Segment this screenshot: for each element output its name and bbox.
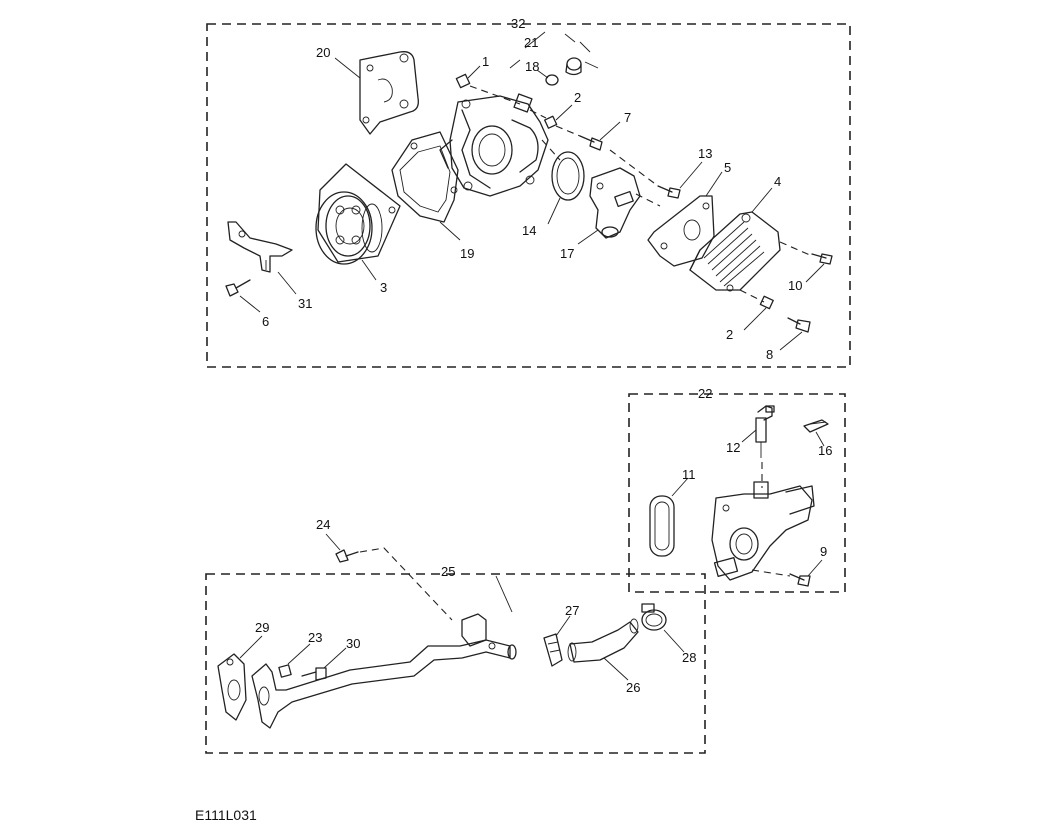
part-20-bracket-plate <box>359 51 419 135</box>
part-13-bolt <box>657 185 681 199</box>
group-22-boundary <box>628 393 846 593</box>
group-25-boundary <box>205 573 706 754</box>
part-7-bolt <box>579 135 603 151</box>
callout-5: 5 <box>724 160 731 175</box>
part-2-sleeve-lower <box>759 295 774 310</box>
part-14-seal <box>551 151 585 201</box>
callout-6: 6 <box>262 314 269 329</box>
callout-16: 16 <box>818 443 832 458</box>
callout-3: 3 <box>380 280 387 295</box>
callout-27: 27 <box>565 603 579 618</box>
part-26-hose <box>567 618 639 663</box>
callout-28: 28 <box>682 650 696 665</box>
callout-1: 1 <box>482 54 489 69</box>
part-3-water-pump <box>315 163 401 265</box>
callout-2-upper: 2 <box>574 90 581 105</box>
thermostat-housing-assembly <box>711 481 815 581</box>
part-24-bolt <box>335 549 359 563</box>
callout-7: 7 <box>624 110 631 125</box>
part-12-sensor <box>755 405 775 458</box>
callout-11: 11 <box>682 467 696 482</box>
diagram-reference-code: E111L031 <box>195 807 257 823</box>
callout-23: 23 <box>308 630 322 645</box>
callout-32: 32 <box>511 16 525 31</box>
part-10-bolt <box>811 253 833 265</box>
callout-9: 9 <box>820 544 827 559</box>
part-28-clamp <box>641 603 667 631</box>
part-4-oil-cooler <box>689 211 781 292</box>
callout-12: 12 <box>726 440 740 455</box>
callout-18: 18 <box>525 59 539 74</box>
part-23-nut <box>278 664 292 678</box>
callout-10: 10 <box>788 278 802 293</box>
callout-4: 4 <box>774 174 781 189</box>
part-27-clip <box>543 633 563 667</box>
callout-25: 25 <box>441 564 455 579</box>
part-5-gasket <box>647 195 715 267</box>
part-1-dowel <box>455 73 471 89</box>
pump-housing <box>439 93 549 197</box>
callout-14: 14 <box>522 223 536 238</box>
part-25-coolant-pipe <box>251 613 517 729</box>
callout-2-lower: 2 <box>726 327 733 342</box>
callout-19: 19 <box>460 246 474 261</box>
callout-30: 30 <box>346 636 360 651</box>
part-8-bolt <box>787 317 811 333</box>
part-2-sleeve-upper <box>544 115 558 129</box>
part-17-thermostat-housing <box>589 167 641 239</box>
part-19-gasket <box>391 131 459 223</box>
callout-20: 20 <box>316 45 330 60</box>
callout-29: 29 <box>255 620 269 635</box>
part-11-gasket <box>649 495 675 557</box>
part-18-washer <box>545 74 559 86</box>
group-32-boundary <box>206 23 851 368</box>
callout-8: 8 <box>766 347 773 362</box>
callout-21: 21 <box>524 35 538 50</box>
part-21-cap <box>565 57 582 76</box>
part-9-bolt <box>789 573 811 587</box>
callout-31: 31 <box>298 296 312 311</box>
part-6-bolt <box>225 279 251 297</box>
part-16-clip <box>803 419 829 433</box>
part-29-gasket <box>217 653 247 721</box>
callout-22: 22 <box>698 386 712 401</box>
group-21-bracket <box>509 31 599 69</box>
part-30-bolt <box>301 667 327 681</box>
callout-24: 24 <box>316 517 330 532</box>
callout-17: 17 <box>560 246 574 261</box>
part-31-bracket <box>227 221 293 273</box>
callout-26: 26 <box>626 680 640 695</box>
callout-13: 13 <box>698 146 712 161</box>
